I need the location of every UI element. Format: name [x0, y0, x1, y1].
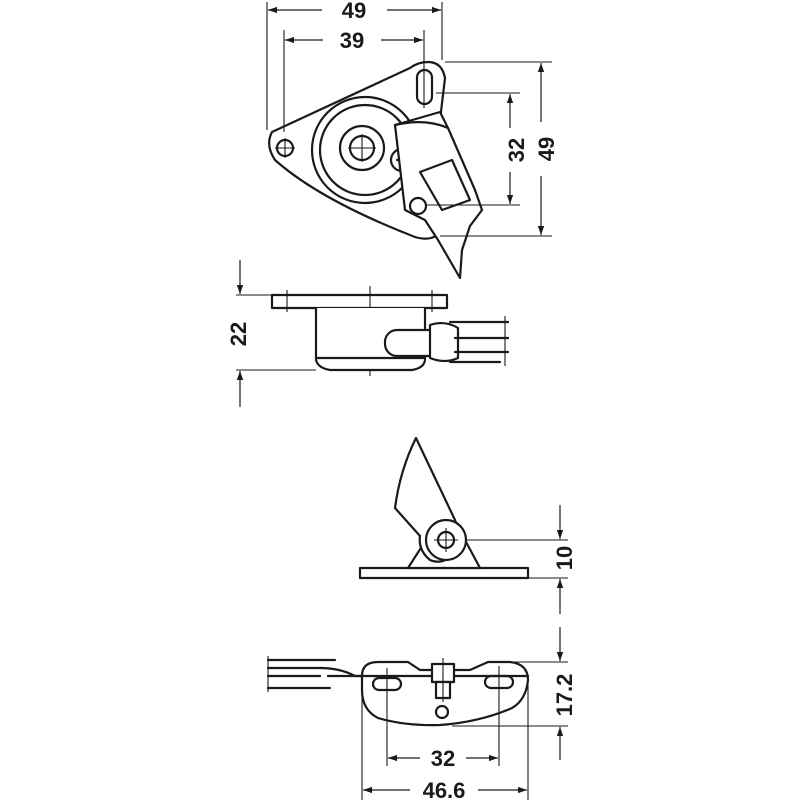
dim-bottom-height: 17.2 [552, 674, 577, 717]
dim-top-width-inner: 39 [340, 28, 364, 53]
bottom-pin-hole [434, 704, 450, 720]
lever-pivot [408, 196, 428, 216]
top-view: 49 39 32 49 [266, 0, 559, 280]
lever-view: 10 [358, 436, 577, 614]
bottom-view: 17.2 32 46.6 [266, 627, 577, 800]
lever-window [418, 158, 472, 212]
dim-bottom-slot-spacing: 32 [431, 746, 455, 771]
side-lever-hinge [428, 321, 460, 363]
dim-top-height-total: 49 [534, 137, 559, 161]
lever-view-plate [358, 566, 530, 580]
lever-edge [393, 121, 450, 130]
dim-top-height-slot: 32 [504, 138, 529, 162]
side-plate [270, 293, 449, 310]
dim-top-width-outer: 49 [342, 0, 366, 23]
hub-outer [338, 124, 386, 172]
dim-side-height: 22 [226, 322, 251, 346]
side-view: 22 [226, 260, 510, 407]
dim-lever-height: 10 [552, 546, 577, 570]
dim-bottom-width: 46.6 [423, 778, 466, 800]
